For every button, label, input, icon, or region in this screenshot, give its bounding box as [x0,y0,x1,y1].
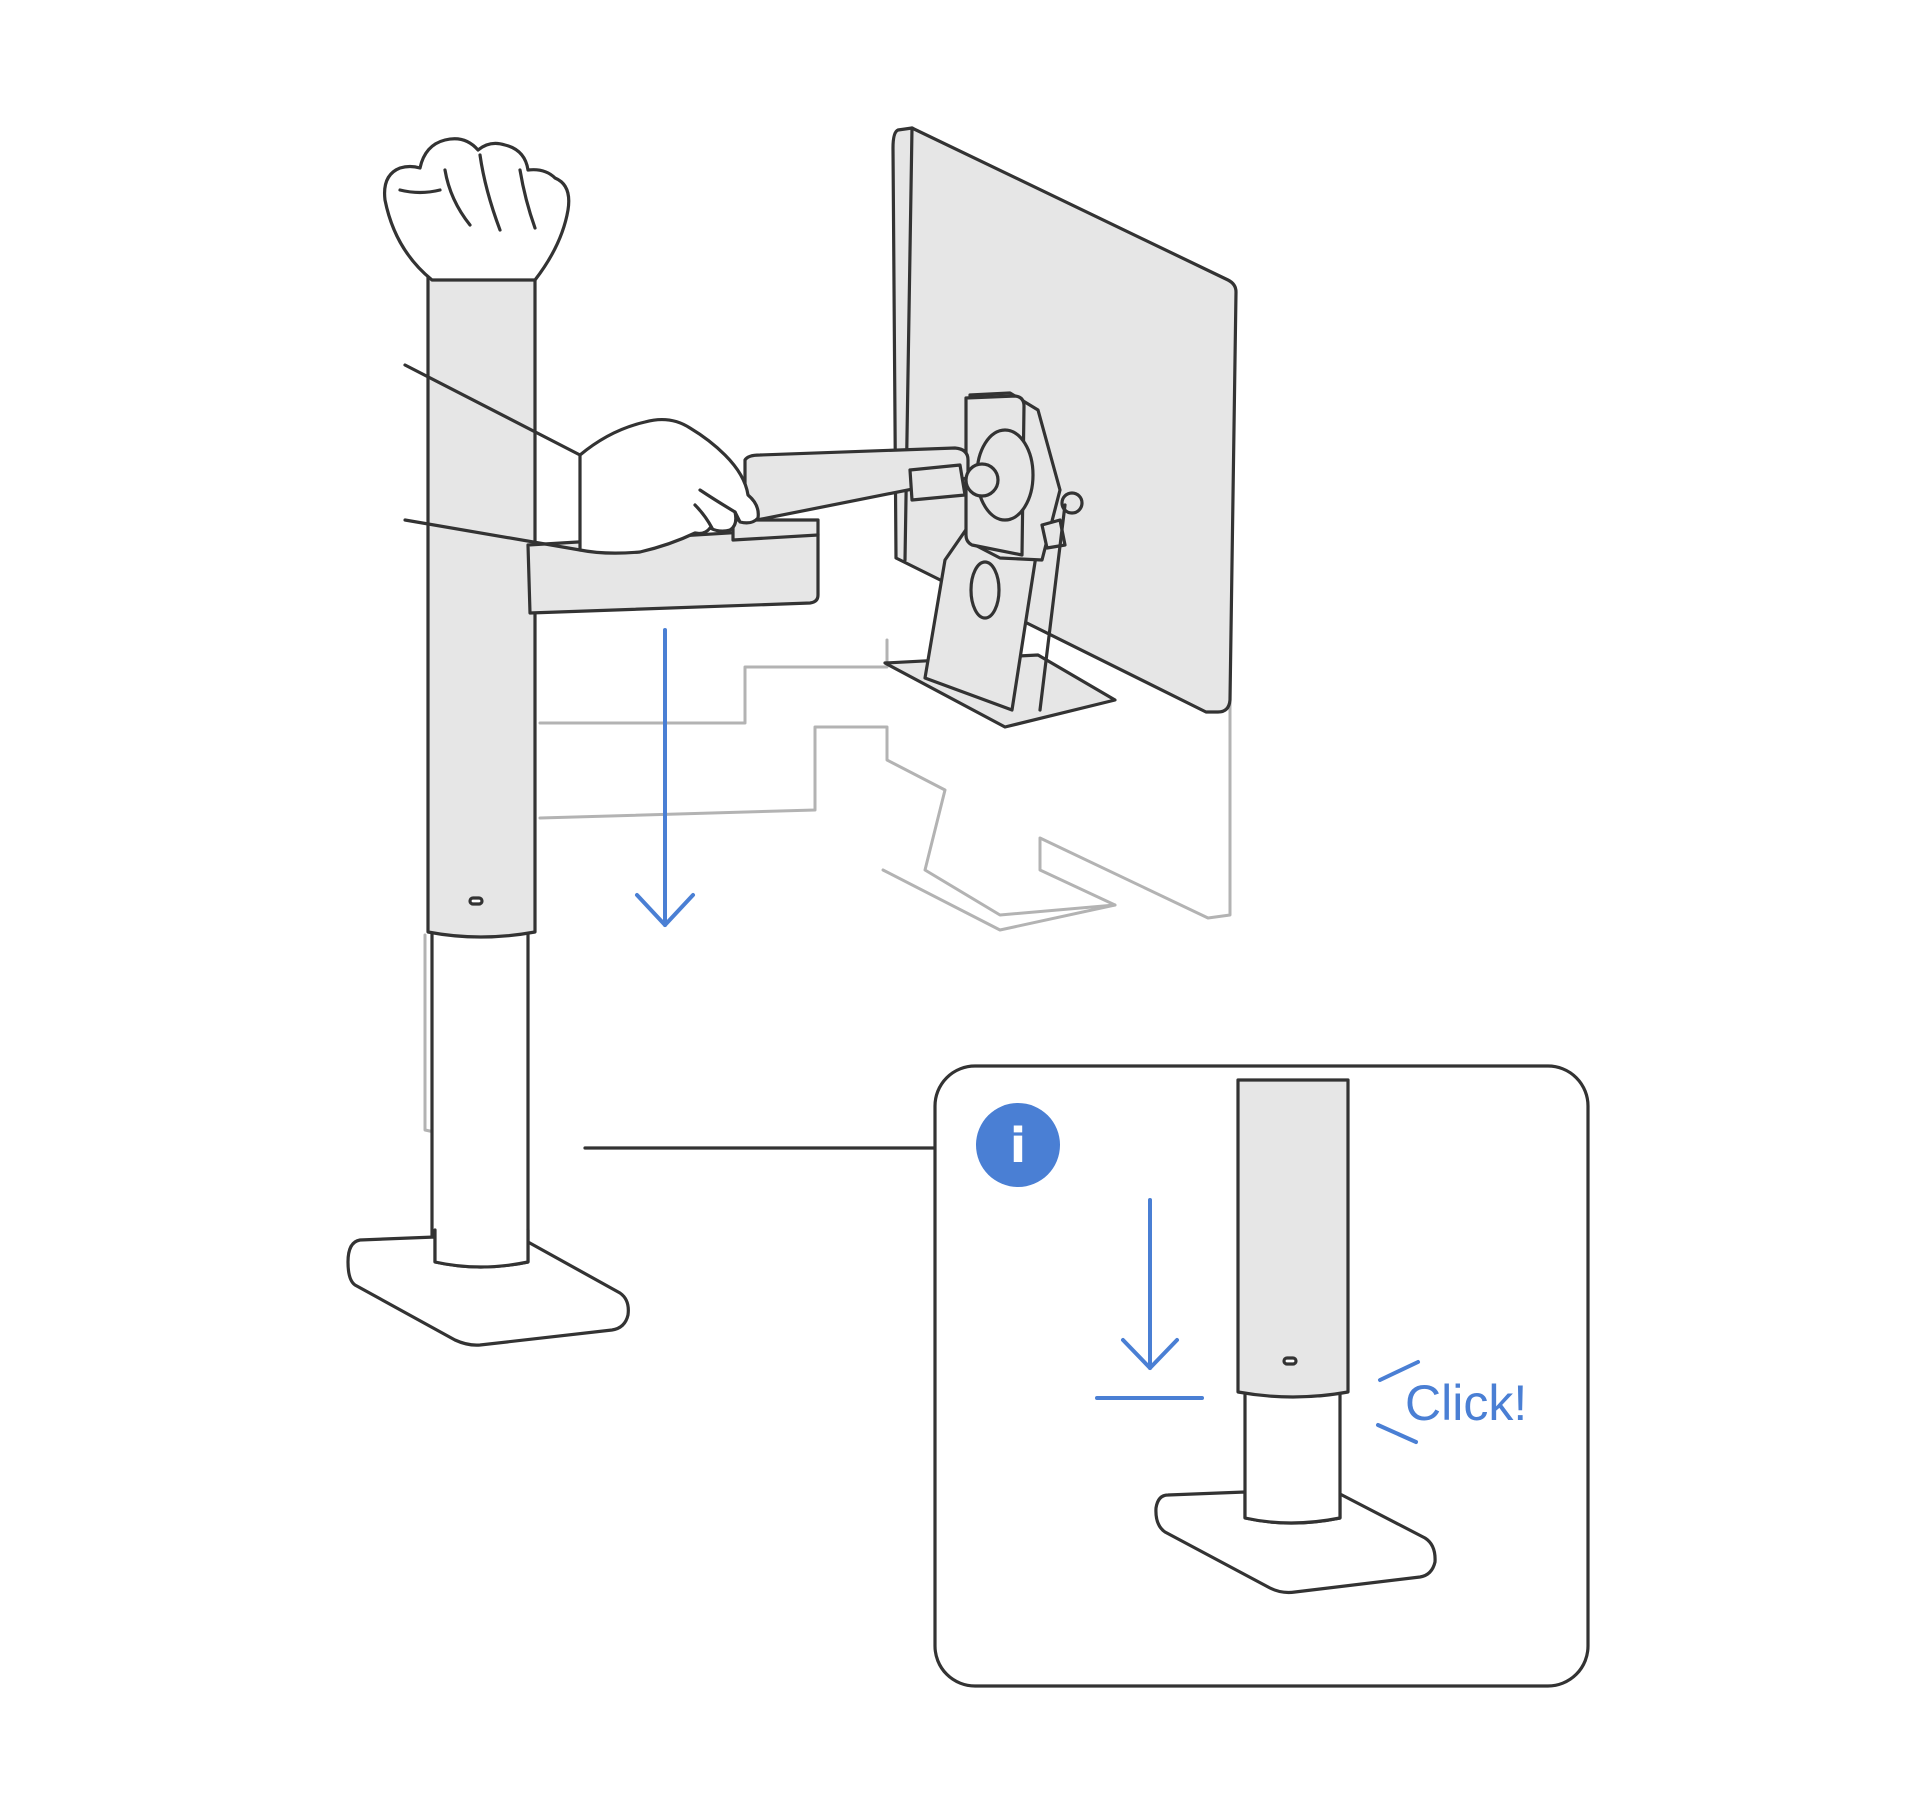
sleeve-upper [403,363,582,457]
cable [1038,503,1067,712]
inner-tube [430,928,530,1282]
hand-finger-line [698,488,737,514]
hand-on-arm [578,417,760,555]
user-hands [382,137,760,555]
sleeve-lower [403,518,582,552]
inner-tube-foot [433,1228,530,1269]
fist-on-column [382,137,571,282]
stand-column [346,216,630,1347]
tilt-knob [964,462,1000,498]
outer-tube [426,220,537,939]
ghost-arm-lower [538,648,1232,920]
cable-clip-knob [1060,491,1084,515]
tilt-bracket [908,463,967,502]
ghost-stand-base [881,868,1117,932]
stand-slot [969,560,1001,620]
height-indicator [468,896,484,906]
inset-outer-tube [1236,1078,1350,1399]
ghost-arm [538,638,889,725]
ghost-previous-position [423,638,1232,1138]
fist-finger-2 [478,153,502,232]
inset-arrow-down-icon [1121,1198,1179,1370]
info-icon: i [976,1103,1060,1187]
click-mark-bottom [1376,1423,1418,1444]
click-label: Click! [1405,1375,1527,1431]
info-badge-letter: i [1010,1118,1026,1174]
hand-finger-line-2 [693,503,714,530]
fist-thumb [398,188,442,195]
fist-finger-1 [443,168,472,227]
detail-inset: Click! i [933,1064,1590,1688]
inset-height-indicator [1282,1356,1298,1366]
arm-joint-block [731,518,820,542]
arrow-down-icon [635,628,695,927]
fist-finger-3 [518,168,537,230]
inset-inner-tube [1243,1393,1342,1525]
click-mark-top [1378,1360,1420,1382]
